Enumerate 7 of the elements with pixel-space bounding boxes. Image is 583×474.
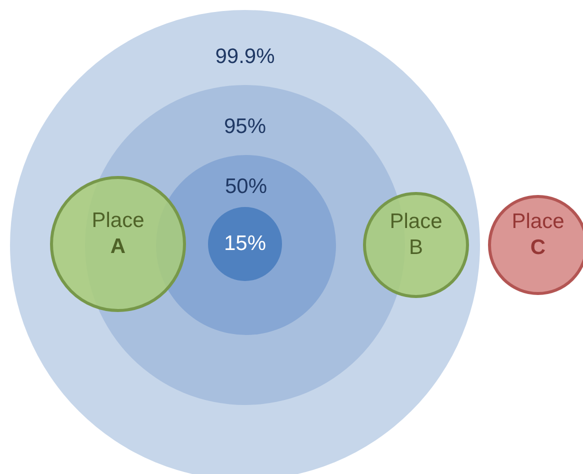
zone-label: 50% [224,174,268,200]
zone-label: 95% [222,114,268,140]
zone-label: 99.9% [214,44,276,70]
zone-label: 15% [222,230,268,257]
zone-label: Place C [510,208,566,261]
zone-label: Place A [90,208,146,260]
zone-label: Place B [388,208,444,261]
